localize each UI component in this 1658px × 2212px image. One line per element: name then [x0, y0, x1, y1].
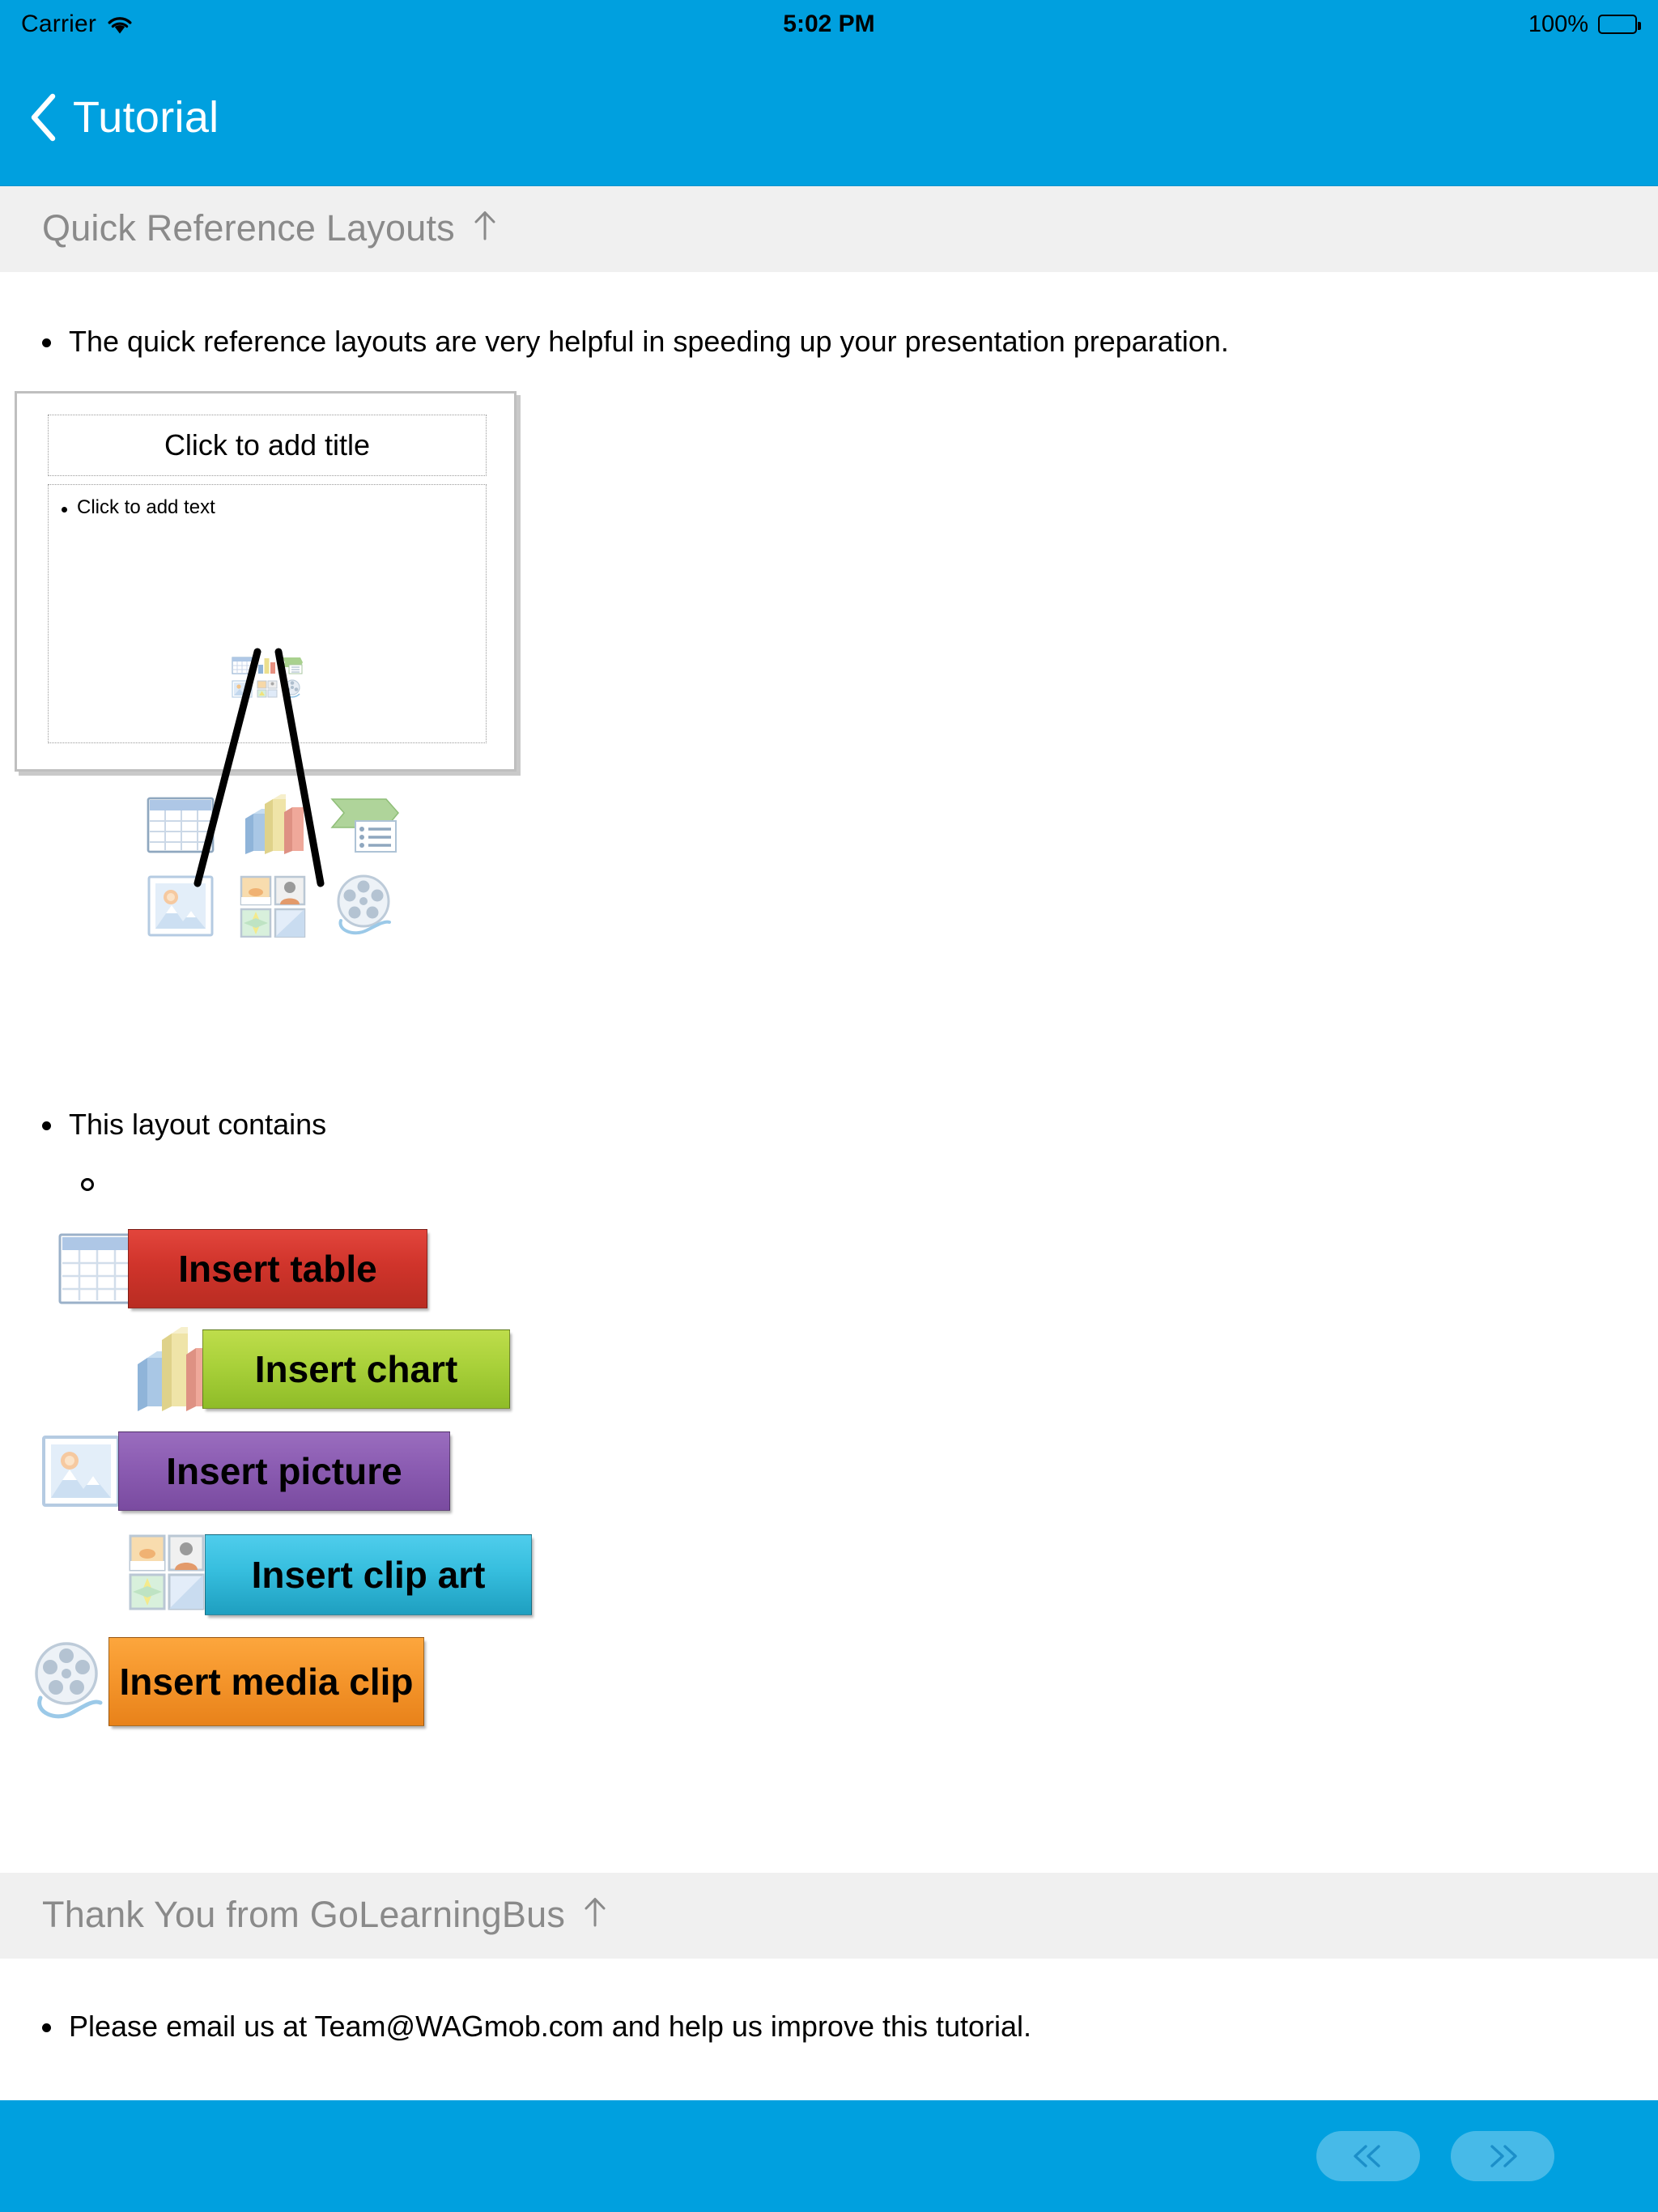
insert-picture-icon [39, 1426, 123, 1516]
insert-chart-icon [240, 793, 305, 856]
slide-body-bullet: Click to add text [62, 496, 215, 519]
section-title: Quick Reference Layouts [42, 207, 455, 249]
bullet-layout-contains-text: This layout contains [69, 1107, 327, 1141]
insert-table-icon [146, 796, 215, 854]
insert-chart-icon [130, 1324, 210, 1414]
bullet-thank-you-text: Please email us at Team@WAGmob.com and h… [69, 2010, 1032, 2044]
insert-media-clip-icon [24, 1633, 113, 1730]
carrier-label: Carrier [21, 11, 97, 37]
chevron-left-icon [28, 92, 58, 143]
navigation-bar: Tutorial [0, 49, 1658, 186]
slide-title-placeholder: Click to add title [48, 414, 487, 476]
slide-title-placeholder-text: Click to add title [164, 428, 371, 462]
tutorial-content[interactable]: Quick Reference Layouts The quick refere… [0, 186, 1658, 2100]
layout-item-insert-chart: Insert chart [130, 1324, 1658, 1414]
status-bar-right: 100% [1528, 0, 1641, 49]
wifi-icon [106, 14, 134, 35]
double-chevron-left-icon [1346, 2142, 1391, 2170]
insert-media-clip-icon [329, 874, 401, 938]
insert-table-icon [231, 655, 253, 676]
slide-body-placeholder: Click to add text [48, 483, 487, 743]
section-header-thank-you[interactable]: Thank You from GoLearningBus [0, 1873, 1658, 1959]
insert-clip-art-icon [125, 1528, 210, 1622]
layout-item-insert-picture: Insert picture [39, 1426, 1658, 1516]
status-bar-left: Carrier [21, 11, 134, 38]
sub-bullet-ring-icon [81, 1178, 94, 1192]
bullet-intro: The quick reference layouts are very hel… [0, 322, 1658, 362]
insert-media-clip-icon [281, 678, 304, 700]
back-button-label: Tutorial [73, 92, 219, 142]
previous-page-button[interactable] [1316, 2131, 1420, 2181]
layout-item-label: Insert table [128, 1229, 427, 1309]
double-chevron-right-icon [1480, 2142, 1525, 2170]
arrow-up-icon [581, 1895, 609, 1934]
slide-placeholder-icon-grid [231, 655, 304, 700]
layout-item-label: Insert picture [118, 1431, 450, 1512]
layout-item-label: Insert chart [202, 1329, 510, 1410]
slide-body-placeholder-text: Click to add text [77, 496, 215, 518]
layout-item-insert-table: Insert table [57, 1225, 1658, 1312]
slide-layout-thumbnail: Click to add title Click to add text [15, 390, 517, 887]
insert-chart-icon [256, 655, 278, 676]
slide-frame: Click to add title Click to add text [15, 390, 517, 772]
arrow-up-icon [471, 209, 499, 248]
insert-smartart-icon [329, 795, 401, 855]
insert-smartart-icon [281, 655, 304, 676]
layout-item-insert-clip-art: Insert clip art [125, 1528, 1658, 1622]
bullet-thank-you: Please email us at Team@WAGmob.com and h… [0, 2007, 1658, 2047]
status-bar-clock: 5:02 PM [783, 11, 875, 37]
layout-item-label: Insert clip art [205, 1534, 532, 1616]
insert-table-icon [57, 1225, 138, 1312]
bullet-layout-contains: This layout contains [0, 1105, 1658, 1145]
bottom-toolbar [0, 2100, 1658, 2212]
layout-item-insert-media-clip: Insert media clip [24, 1633, 1658, 1730]
insert-clip-art-icon [256, 678, 278, 700]
bullet-dot-icon [62, 506, 67, 513]
layout-item-label: Insert media clip [108, 1637, 424, 1727]
next-page-button[interactable] [1451, 2131, 1554, 2181]
back-button[interactable]: Tutorial [28, 92, 219, 143]
section-header-quick-reference-layouts[interactable]: Quick Reference Layouts [0, 186, 1658, 272]
battery-percent-label: 100% [1528, 11, 1588, 37]
bullet-dot-icon [42, 1121, 51, 1130]
placeholder-icon-grid-large [142, 788, 1658, 943]
bullet-intro-text: The quick reference layouts are very hel… [69, 325, 1229, 358]
insert-picture-icon [147, 874, 215, 938]
bullet-dot-icon [42, 338, 51, 347]
section-title: Thank You from GoLearningBus [42, 1894, 566, 1936]
status-bar: Carrier 5:02 PM 100% [0, 0, 1658, 49]
insert-clip-art-icon [239, 874, 307, 938]
bullet-dot-icon [42, 2023, 51, 2033]
insert-picture-icon [231, 678, 253, 700]
battery-full-icon [1598, 15, 1641, 34]
